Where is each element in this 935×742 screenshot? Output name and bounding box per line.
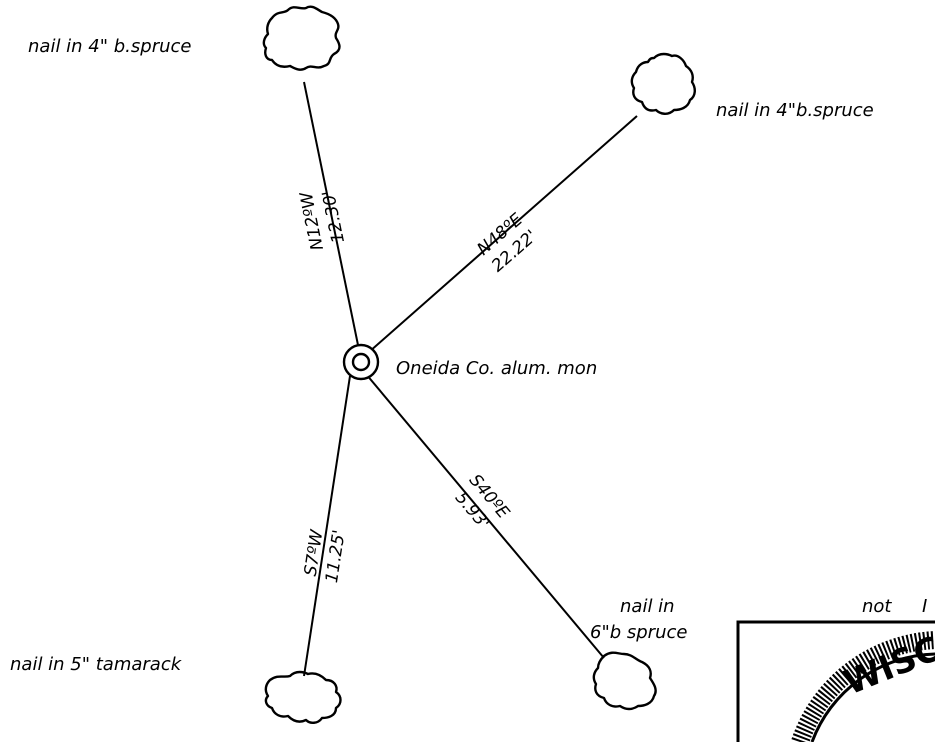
seal-frame [736, 620, 935, 742]
tie-line-se [365, 373, 605, 659]
corner-note-fragment: I [922, 596, 927, 617]
tree-label-nw: nail in 4" b.spruce [28, 36, 191, 57]
seal-ring-icon [791, 631, 935, 742]
tie-line-nw [303, 81, 359, 346]
tree-label-se-line2: 6"b spruce [590, 622, 687, 643]
tree-sw-icon [264, 670, 342, 724]
tree-label-ne: nail in 4"b.spruce [716, 100, 874, 121]
seal-text: WISC [838, 629, 935, 703]
seal: WISC [736, 620, 935, 742]
tree-ne-icon [630, 52, 696, 115]
seal-inner-ring-icon [810, 652, 935, 742]
tree-se-icon [592, 651, 657, 711]
tree-label-se-line1: nail in [620, 596, 675, 617]
tree-label-sw: nail in 5" tamarack [10, 654, 183, 675]
monument-label: Oneida Co. alum. mon [396, 358, 597, 379]
monument-symbol [342, 343, 380, 381]
tree-nw-icon [262, 5, 341, 71]
tie-line-sw [303, 375, 351, 677]
corner-note: not [862, 596, 892, 617]
tie-line-ne [368, 115, 638, 353]
